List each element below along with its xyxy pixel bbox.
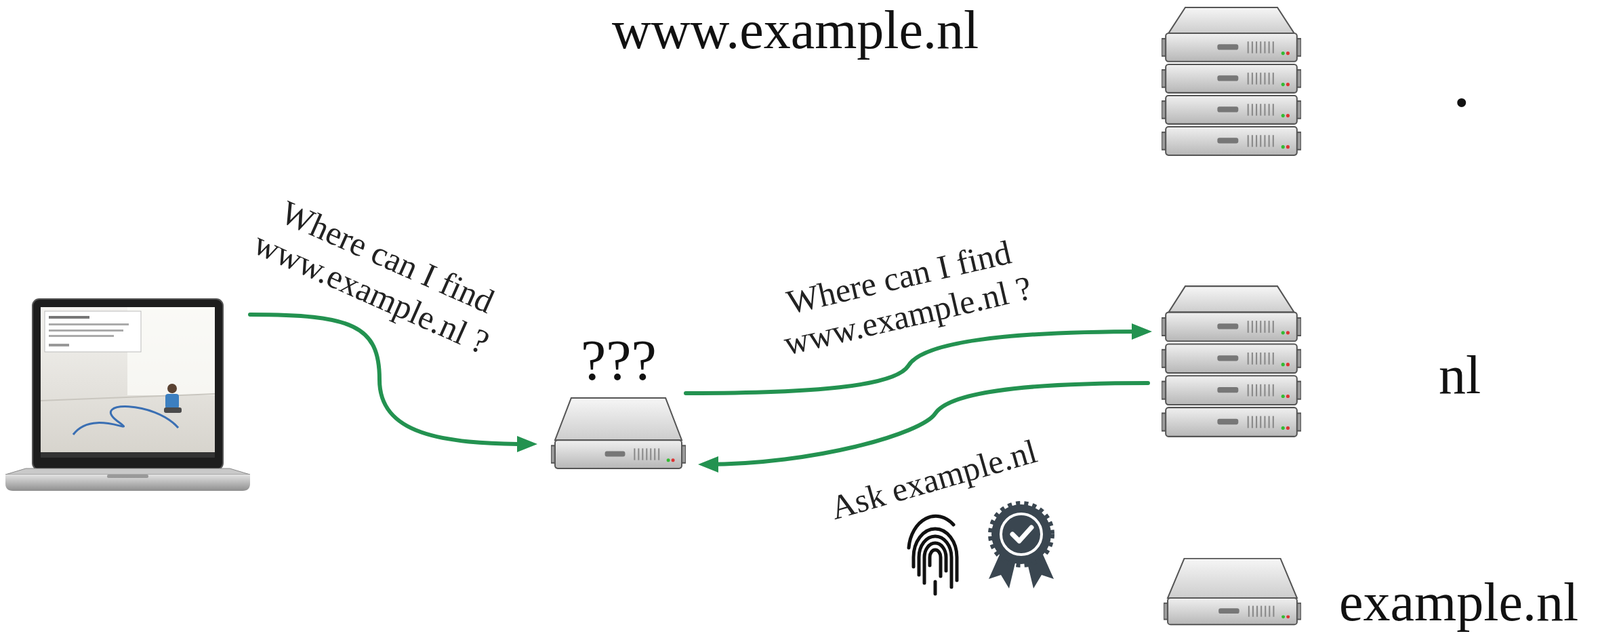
tld-server: nl [1161,283,1491,440]
laptop-icon [5,298,251,491]
domain-query-label: www.example.nl [611,2,979,57]
domain-server-icon [1163,558,1302,625]
node-label: . [1452,43,1472,118]
root-server-icon [1161,7,1302,156]
edge-label: Where can I find www.example.nl ? [239,184,520,366]
resolver-server-icon [550,397,686,469]
node-label: example.nl [1339,574,1579,629]
domain-server: example.nl [1163,556,1586,631]
certificate-badge-icon [988,503,1054,589]
edge-label: Where can I find www.example.nl ? [762,227,1045,365]
node-label: ??? [580,332,657,389]
query-arrow [704,382,1148,465]
fingerprint-icon [908,515,957,594]
node-label: nl [1438,347,1481,402]
edge-label: Ask example.nl [826,431,1042,528]
root-server: . [1161,5,1491,158]
tld-server-icon [1161,285,1302,437]
resolver-server: ??? [550,332,686,472]
client-laptop [5,298,251,501]
